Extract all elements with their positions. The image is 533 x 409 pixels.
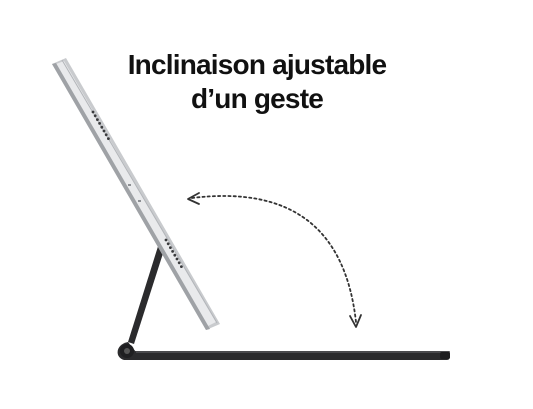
curved-double-arrow-icon [187,192,362,328]
speaker-grille-bottom-icon [164,238,183,268]
magic-keyboard-base-illustration [132,351,450,360]
headline: Inclinaison ajustable d’un geste [112,48,402,116]
keyboard-hinge-arm-illustration [117,240,166,360]
speaker-grille-top-icon [91,110,110,141]
headline-line-2: d’un geste [190,83,324,114]
ipad-side-profile-illustration [52,58,220,330]
headline-line-1: Inclinaison ajustable [127,49,387,80]
